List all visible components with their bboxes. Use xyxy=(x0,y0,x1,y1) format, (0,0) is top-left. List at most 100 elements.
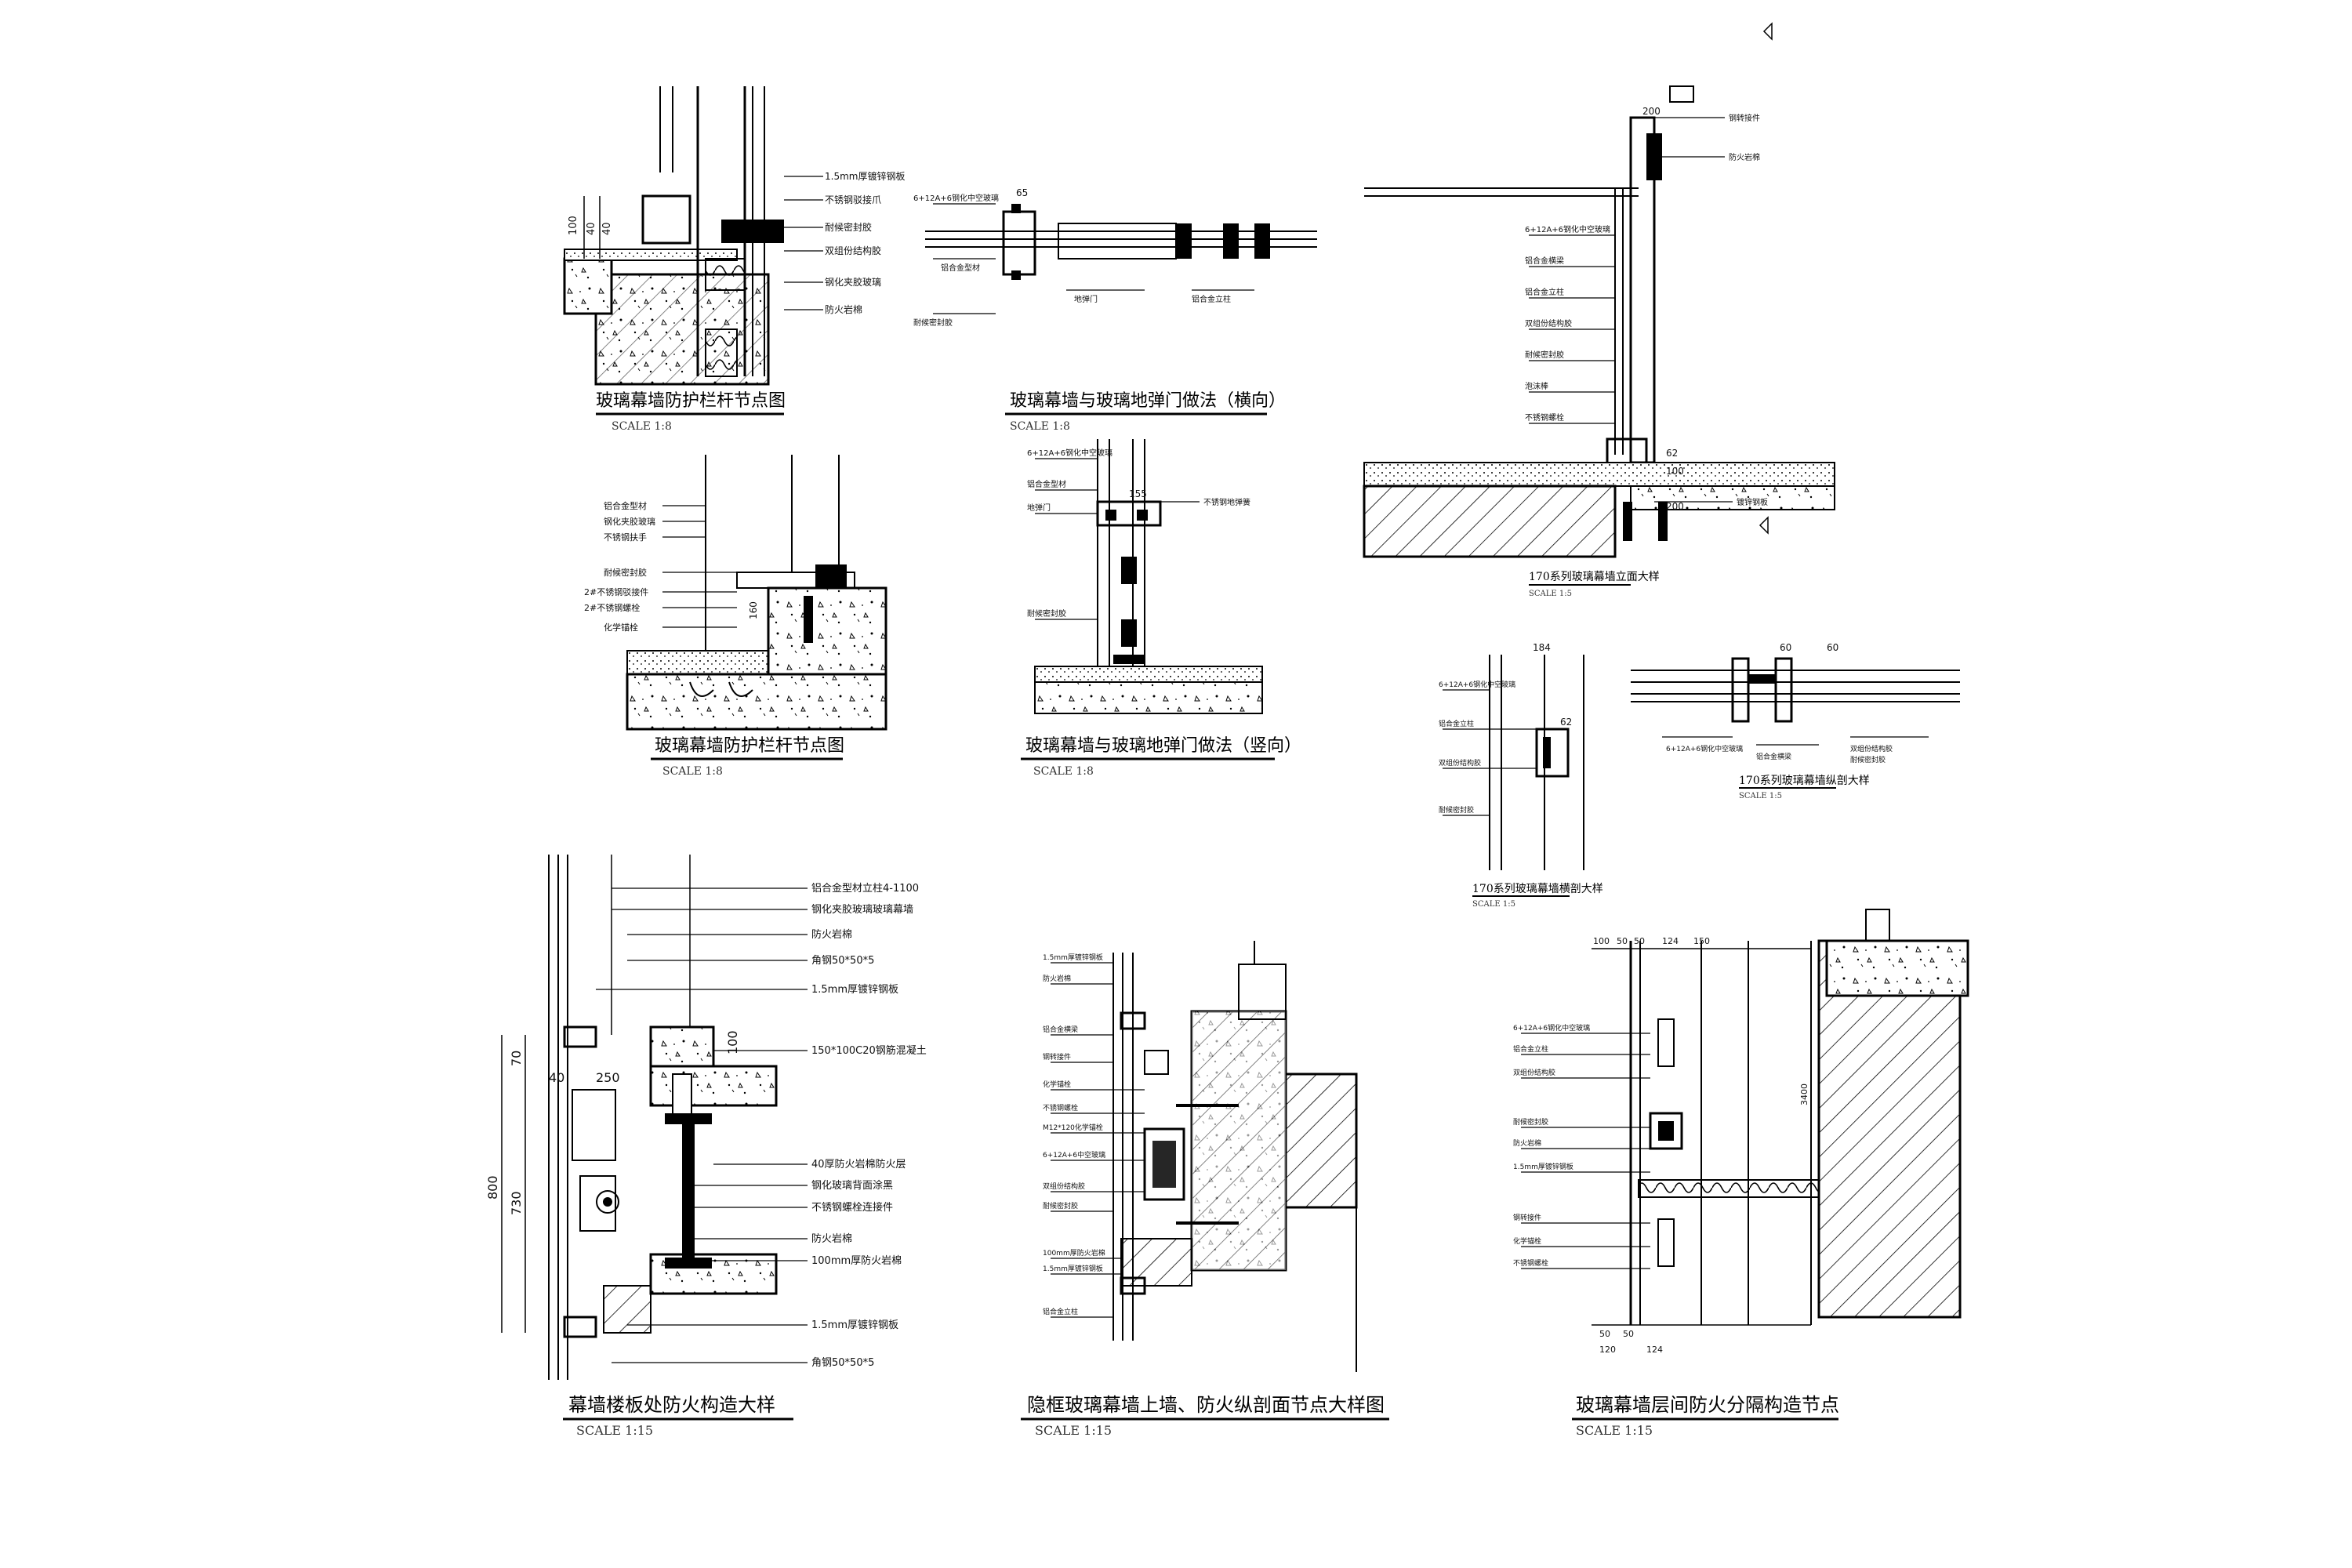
note-label: 1.5mm厚镀锌钢板 xyxy=(811,1319,898,1331)
dim-label: 70 xyxy=(509,1051,524,1066)
note-label: 2#不锈钢驳接件 xyxy=(584,587,648,597)
note-label: 铝合金立柱 xyxy=(1513,1044,1548,1054)
dim-label: 155 xyxy=(1129,488,1147,499)
dim-label: 100 xyxy=(1593,936,1610,946)
note-label: 1.5mm厚镀锌钢板 xyxy=(811,983,898,996)
dim-label: 160 xyxy=(748,601,759,619)
dim-label: 200 xyxy=(1666,501,1684,512)
detail-title: 170系列玻璃幕墙横剖大样 xyxy=(1472,882,1603,895)
note-label: 100mm厚防火岩棉 xyxy=(1043,1248,1105,1258)
dim-label: 50 xyxy=(1623,1329,1634,1339)
detail-title: 隐框玻璃幕墙上墙、防火纵剖面节点大样图 xyxy=(1027,1394,1385,1416)
dim-label: 730 xyxy=(509,1191,524,1215)
dim-label: 60 xyxy=(1780,642,1791,653)
note-label: 钢转接件 xyxy=(1729,113,1760,123)
note-label: 钢转接件 xyxy=(1043,1052,1071,1062)
detail-title: 玻璃幕墙层间防火分隔构造节点 xyxy=(1576,1394,1839,1416)
detail-scale: SCALE 1:15 xyxy=(576,1423,653,1438)
note-label: 不锈钢地弹簧 xyxy=(1203,497,1250,507)
note-label: 铝合金横梁 xyxy=(1756,752,1791,761)
note-label: 不锈钢驳接爪 xyxy=(825,194,881,205)
note-label: 铝合金立柱 xyxy=(1525,287,1564,297)
note-label: 铝合金型材 xyxy=(604,500,647,511)
note-label: 铝合金横梁 xyxy=(1525,256,1564,266)
note-label: 双组份结构胶 xyxy=(1525,318,1572,328)
dim-label: 40 xyxy=(601,222,613,235)
note-label: 耐候密封胶 xyxy=(913,318,953,328)
dim-label: 200 xyxy=(1642,106,1661,117)
note-label: 双组份结构胶 xyxy=(1513,1068,1555,1077)
dim-label: 60 xyxy=(1827,642,1838,653)
note-label: 泡沫棒 xyxy=(1525,381,1548,391)
detail-170-elevation: 200 62 100 200 6+12A+6钢化中空玻璃 铝合金横梁 铝合金立柱… xyxy=(1363,22,1835,598)
note-label: 双组份结构胶 xyxy=(1850,744,1893,753)
note-label: 钢化夹胶玻璃玻璃幕墙 xyxy=(811,903,913,916)
note-label: 6+12A+6中空玻璃 xyxy=(1043,1150,1105,1160)
detail-scale: SCALE 1:5 xyxy=(1529,590,1572,598)
note-label: 不锈钢扶手 xyxy=(604,532,647,543)
note-label: 不锈钢螺栓 xyxy=(1043,1103,1078,1112)
detail-concealed-frame-section: 1.5mm厚镀锌钢板 防火岩棉 铝合金横梁 钢转接件 化学锚栓 不锈钢螺栓 M1… xyxy=(1021,941,1389,1438)
note-label: 6+12A+6钢化中空玻璃 xyxy=(913,193,999,203)
detail-scale: SCALE 1:15 xyxy=(1035,1423,1112,1438)
note-label: 不锈钢螺栓 xyxy=(1513,1258,1548,1268)
note-label: 不锈钢螺栓连接件 xyxy=(811,1201,893,1214)
note-label: 铝合金型材立柱4-1100 xyxy=(811,882,919,895)
note-label: 耐候密封胶 xyxy=(1513,1117,1548,1127)
note-label: 双组份结构胶 xyxy=(1043,1181,1085,1191)
note-label: 1.5mm厚镀锌钢板 xyxy=(1043,1264,1103,1273)
note-label: 耐候密封胶 xyxy=(1027,608,1066,619)
dim-label: 124 xyxy=(1646,1345,1663,1355)
detail-title: 170系列玻璃幕墙纵剖大样 xyxy=(1739,774,1870,787)
detail-scale: SCALE 1:15 xyxy=(1576,1423,1653,1438)
note-label: 铝合金型材 xyxy=(941,263,980,273)
dim-label: 800 xyxy=(485,1175,500,1200)
note-label: 6+12A+6钢化中空玻璃 xyxy=(1666,744,1743,753)
note-label: 化学锚栓 xyxy=(1513,1236,1541,1246)
note-label: 铝合金型材 xyxy=(1027,479,1066,489)
detail-title: 幕墙楼板处防火构造大样 xyxy=(568,1394,775,1416)
note-label: 耐候密封胶 xyxy=(1043,1201,1078,1210)
detail-slab-firestop: 70 40 250 100 800 730 铝合金型材立柱4-1100 钢化夹胶… xyxy=(485,855,927,1438)
detail-scale: SCALE 1:5 xyxy=(1472,900,1515,909)
note-label: 化学锚栓 xyxy=(604,622,638,633)
dim-label: 124 xyxy=(1662,936,1679,946)
detail-scale: SCALE 1:8 xyxy=(662,765,723,778)
note-label: 防火岩棉 xyxy=(1729,152,1760,162)
detail-scale: SCALE 1:8 xyxy=(1010,420,1070,433)
note-label: 150*100C20钢筋混凝土 xyxy=(811,1044,927,1057)
note-label: 耐候密封胶 xyxy=(1525,350,1564,360)
note-label: 2#不锈钢螺栓 xyxy=(584,602,640,613)
note-label: 化学锚栓 xyxy=(1043,1080,1071,1089)
detail-floor-door-vertical: 155 6+12A+6钢化中空玻璃 铝合金型材 地弹门 耐候密封胶 不锈钢地弹簧… xyxy=(1021,439,1301,778)
detail-guardrail-2: 160 铝合金型材 钢化夹胶玻璃 不锈钢扶手 耐候密封胶 2#不锈钢驳接件 2#… xyxy=(584,455,887,778)
note-label: 镀锌钢板 xyxy=(1737,497,1768,507)
dim-label: 50 xyxy=(1617,936,1628,946)
note-label: 耐候密封胶 xyxy=(1850,755,1886,764)
note-label: 40厚防火岩棉防火层 xyxy=(811,1158,906,1171)
detail-interfloor-firestop: 100 50 50 124 150 3400 50 50 120 124 6+1… xyxy=(1513,909,1969,1438)
note-label: 钢化夹胶玻璃 xyxy=(825,276,881,288)
note-label: 1.5mm厚镀锌钢板 xyxy=(1043,953,1103,962)
note-label: 角钢50*50*5 xyxy=(811,1357,874,1369)
note-label: 防火岩棉 xyxy=(825,303,862,315)
dim-label: 62 xyxy=(1666,448,1678,459)
note-label: 耐候密封胶 xyxy=(825,221,872,233)
dim-label: 184 xyxy=(1533,642,1551,653)
note-label: 钢化夹胶玻璃 xyxy=(604,516,655,527)
note-label: 钢转接件 xyxy=(1513,1213,1541,1222)
dim-label: 100 xyxy=(568,216,579,235)
detail-floor-door-horizontal: 65 6+12A+6钢化中空玻璃 铝合金型材 耐候密封胶 地弹门 铝合金立柱 玻… xyxy=(913,187,1317,433)
detail-170-vertical-section: 60 60 6+12A+6钢化中空玻璃 铝合金横梁 双组份结构胶 耐候密封胶 1… xyxy=(1631,642,1960,800)
detail-title: 玻璃幕墙与玻璃地弹门做法（竖向） xyxy=(1025,736,1301,756)
note-label: 地弹门 xyxy=(1027,503,1051,513)
note-label: 1.5mm厚镀锌钢板 xyxy=(825,171,905,182)
note-label: 6+12A+6钢化中空玻璃 xyxy=(1439,680,1515,689)
detail-scale: SCALE 1:8 xyxy=(612,420,672,433)
dim-label: 120 xyxy=(1599,1345,1616,1355)
note-label: 1.5mm厚镀锌钢板 xyxy=(1513,1162,1573,1171)
dim-label: 250 xyxy=(596,1070,620,1085)
note-label: 角钢50*50*5 xyxy=(811,955,874,967)
dim-label: 50 xyxy=(1634,936,1645,946)
